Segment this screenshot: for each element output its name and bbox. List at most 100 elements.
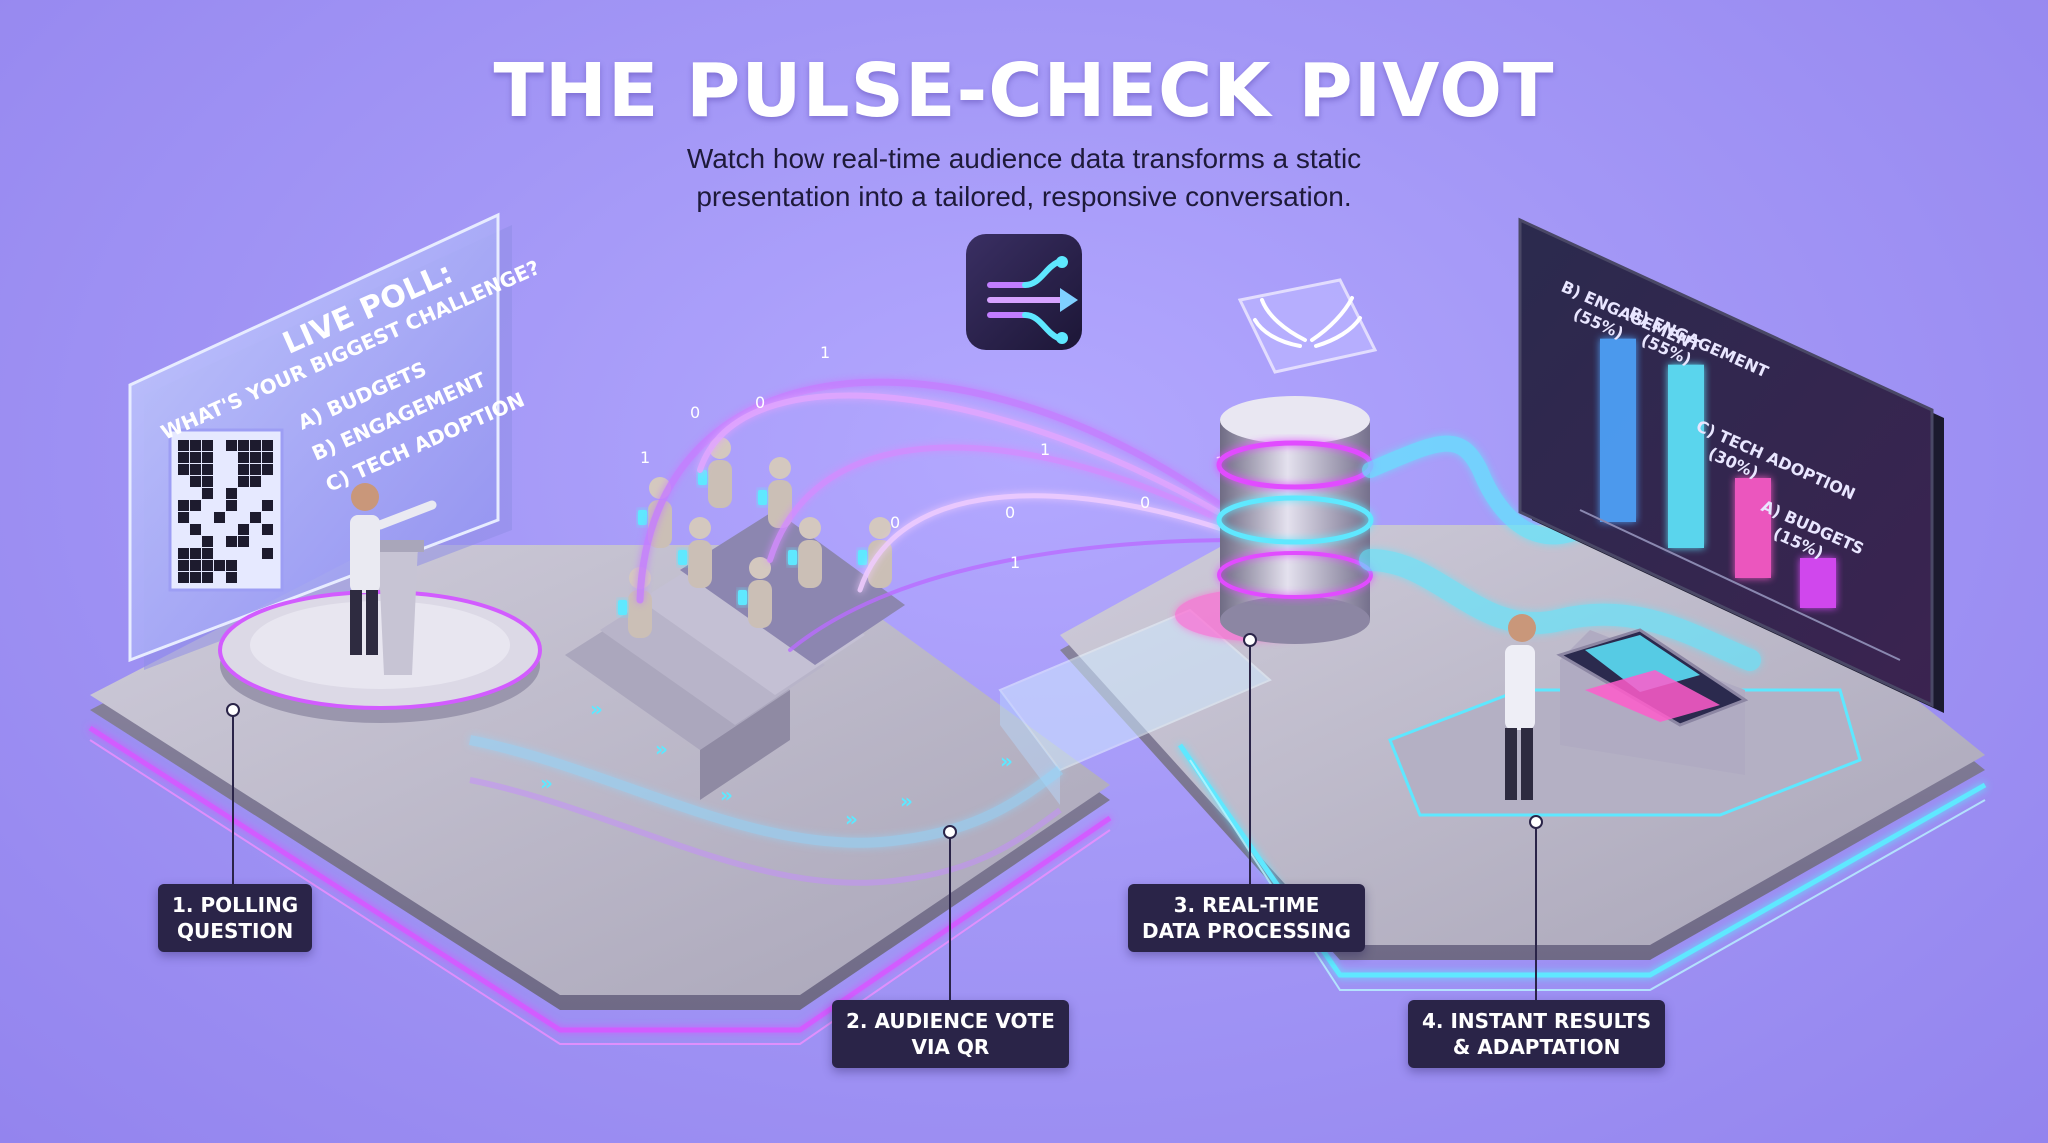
audience-members [618,437,892,638]
operator-console [1556,628,1749,775]
qr-module [178,572,189,583]
step-1-line-2: QUESTION [177,919,294,943]
binary-digit: 1 [640,448,650,467]
phone-icon [758,490,767,505]
step-2-line-1: 2. AUDIENCE VOTE [846,1009,1055,1033]
qr-module [226,500,237,511]
binary-digit: 0 [690,403,700,422]
qr-module [250,464,261,475]
qr-module [190,452,201,463]
qr-module [202,476,213,487]
audience-member-head [869,517,891,539]
qr-module [250,440,261,451]
vote-flow-path [469,735,1063,886]
flow-chevrons: »»»»»»» [540,697,1013,831]
data-streams [636,378,1244,652]
presenter-stage [218,540,542,723]
qr-module [214,512,225,523]
qr-module [202,452,213,463]
qr-module [178,500,189,511]
qr-module [178,560,189,571]
qr-module [202,464,213,475]
audience-member-head [799,517,821,539]
audience-member [688,540,712,588]
podium [378,545,418,675]
flow-chevron-icon: » [540,771,553,795]
flow-chevron-icon: » [655,737,668,761]
subtitle-line-2: presentation into a tailored, responsive… [696,181,1352,212]
phone-icon [678,550,687,565]
qr-module [190,440,201,451]
step-label-instant-results: 4. INSTANT RESULTS & ADAPTATION [1408,1000,1666,1068]
audience-member [628,590,652,638]
binary-digit: 0 [890,513,900,532]
binary-digits: 1001010101 [640,343,1225,572]
qr-module [238,464,249,475]
audience-member [798,540,822,588]
result-bar [1800,558,1836,608]
qr-module [214,560,225,571]
audience-member [708,460,732,508]
qr-module [178,452,189,463]
result-bar [1600,338,1636,522]
leader-lines [226,633,1543,1000]
binary-digit: 1 [820,343,830,362]
phone-icon [788,550,797,565]
audience-member [868,540,892,588]
step-3-line-2: DATA PROCESSING [1142,919,1351,943]
flow-chevron-icon: » [845,807,858,831]
qr-module [202,548,213,559]
step-2-line-2: VIA QR [911,1035,990,1059]
qr-module [262,464,273,475]
flow-chevron-icon: » [590,697,603,721]
audience-member [748,580,772,628]
qr-module [178,440,189,451]
result-chart-baseline [1579,509,1901,661]
step-3-line-1: 3. REAL-TIME [1173,893,1320,917]
flow-chevron-icon: » [720,783,733,807]
audience-member-head [749,557,771,579]
phone-icon [698,470,707,485]
qr-module [226,536,237,547]
step-label-audience-vote: 2. AUDIENCE VOTE VIA QR [832,1000,1069,1068]
flow-split-arrow-icon [966,234,1082,350]
qr-module [190,560,201,571]
audience-member-head [769,457,791,479]
qr-module [226,488,237,499]
binary-digit: 0 [1005,503,1015,522]
qr-module [238,476,249,487]
qr-module [250,452,261,463]
qr-module [262,440,273,451]
qr-module [226,560,237,571]
phone-icon [638,510,647,525]
qr-module [202,488,213,499]
binary-digit: 0 [755,393,765,412]
operator-figure [1505,614,1536,800]
qr-module [190,476,201,487]
qr-module [238,452,249,463]
qr-module [250,512,261,523]
qr-module [202,536,213,547]
qr-code [178,440,273,583]
qr-module [238,536,249,547]
presenter-figure [350,483,437,655]
phone-icon [738,590,747,605]
audience-member-head [689,517,711,539]
qr-module [178,512,189,523]
step-1-line-1: 1. POLLING [172,893,299,917]
qr-module [202,560,213,571]
qr-module [262,548,273,559]
qr-module [190,500,201,511]
result-bar [1668,364,1704,548]
step-label-data-processing: 3. REAL-TIME DATA PROCESSING [1128,884,1365,952]
page-subtitle: Watch how real-time audience data transf… [0,140,2048,216]
step-4-line-2: & ADAPTATION [1452,1035,1621,1059]
qr-module [190,548,201,559]
qr-module [250,476,261,487]
qr-module [238,524,249,535]
binary-digit: 0 [1140,493,1150,512]
flow-chevron-icon: » [1000,749,1013,773]
result-bar [1735,478,1771,578]
binary-digit: 1 [1010,553,1020,572]
phone-icon [858,550,867,565]
